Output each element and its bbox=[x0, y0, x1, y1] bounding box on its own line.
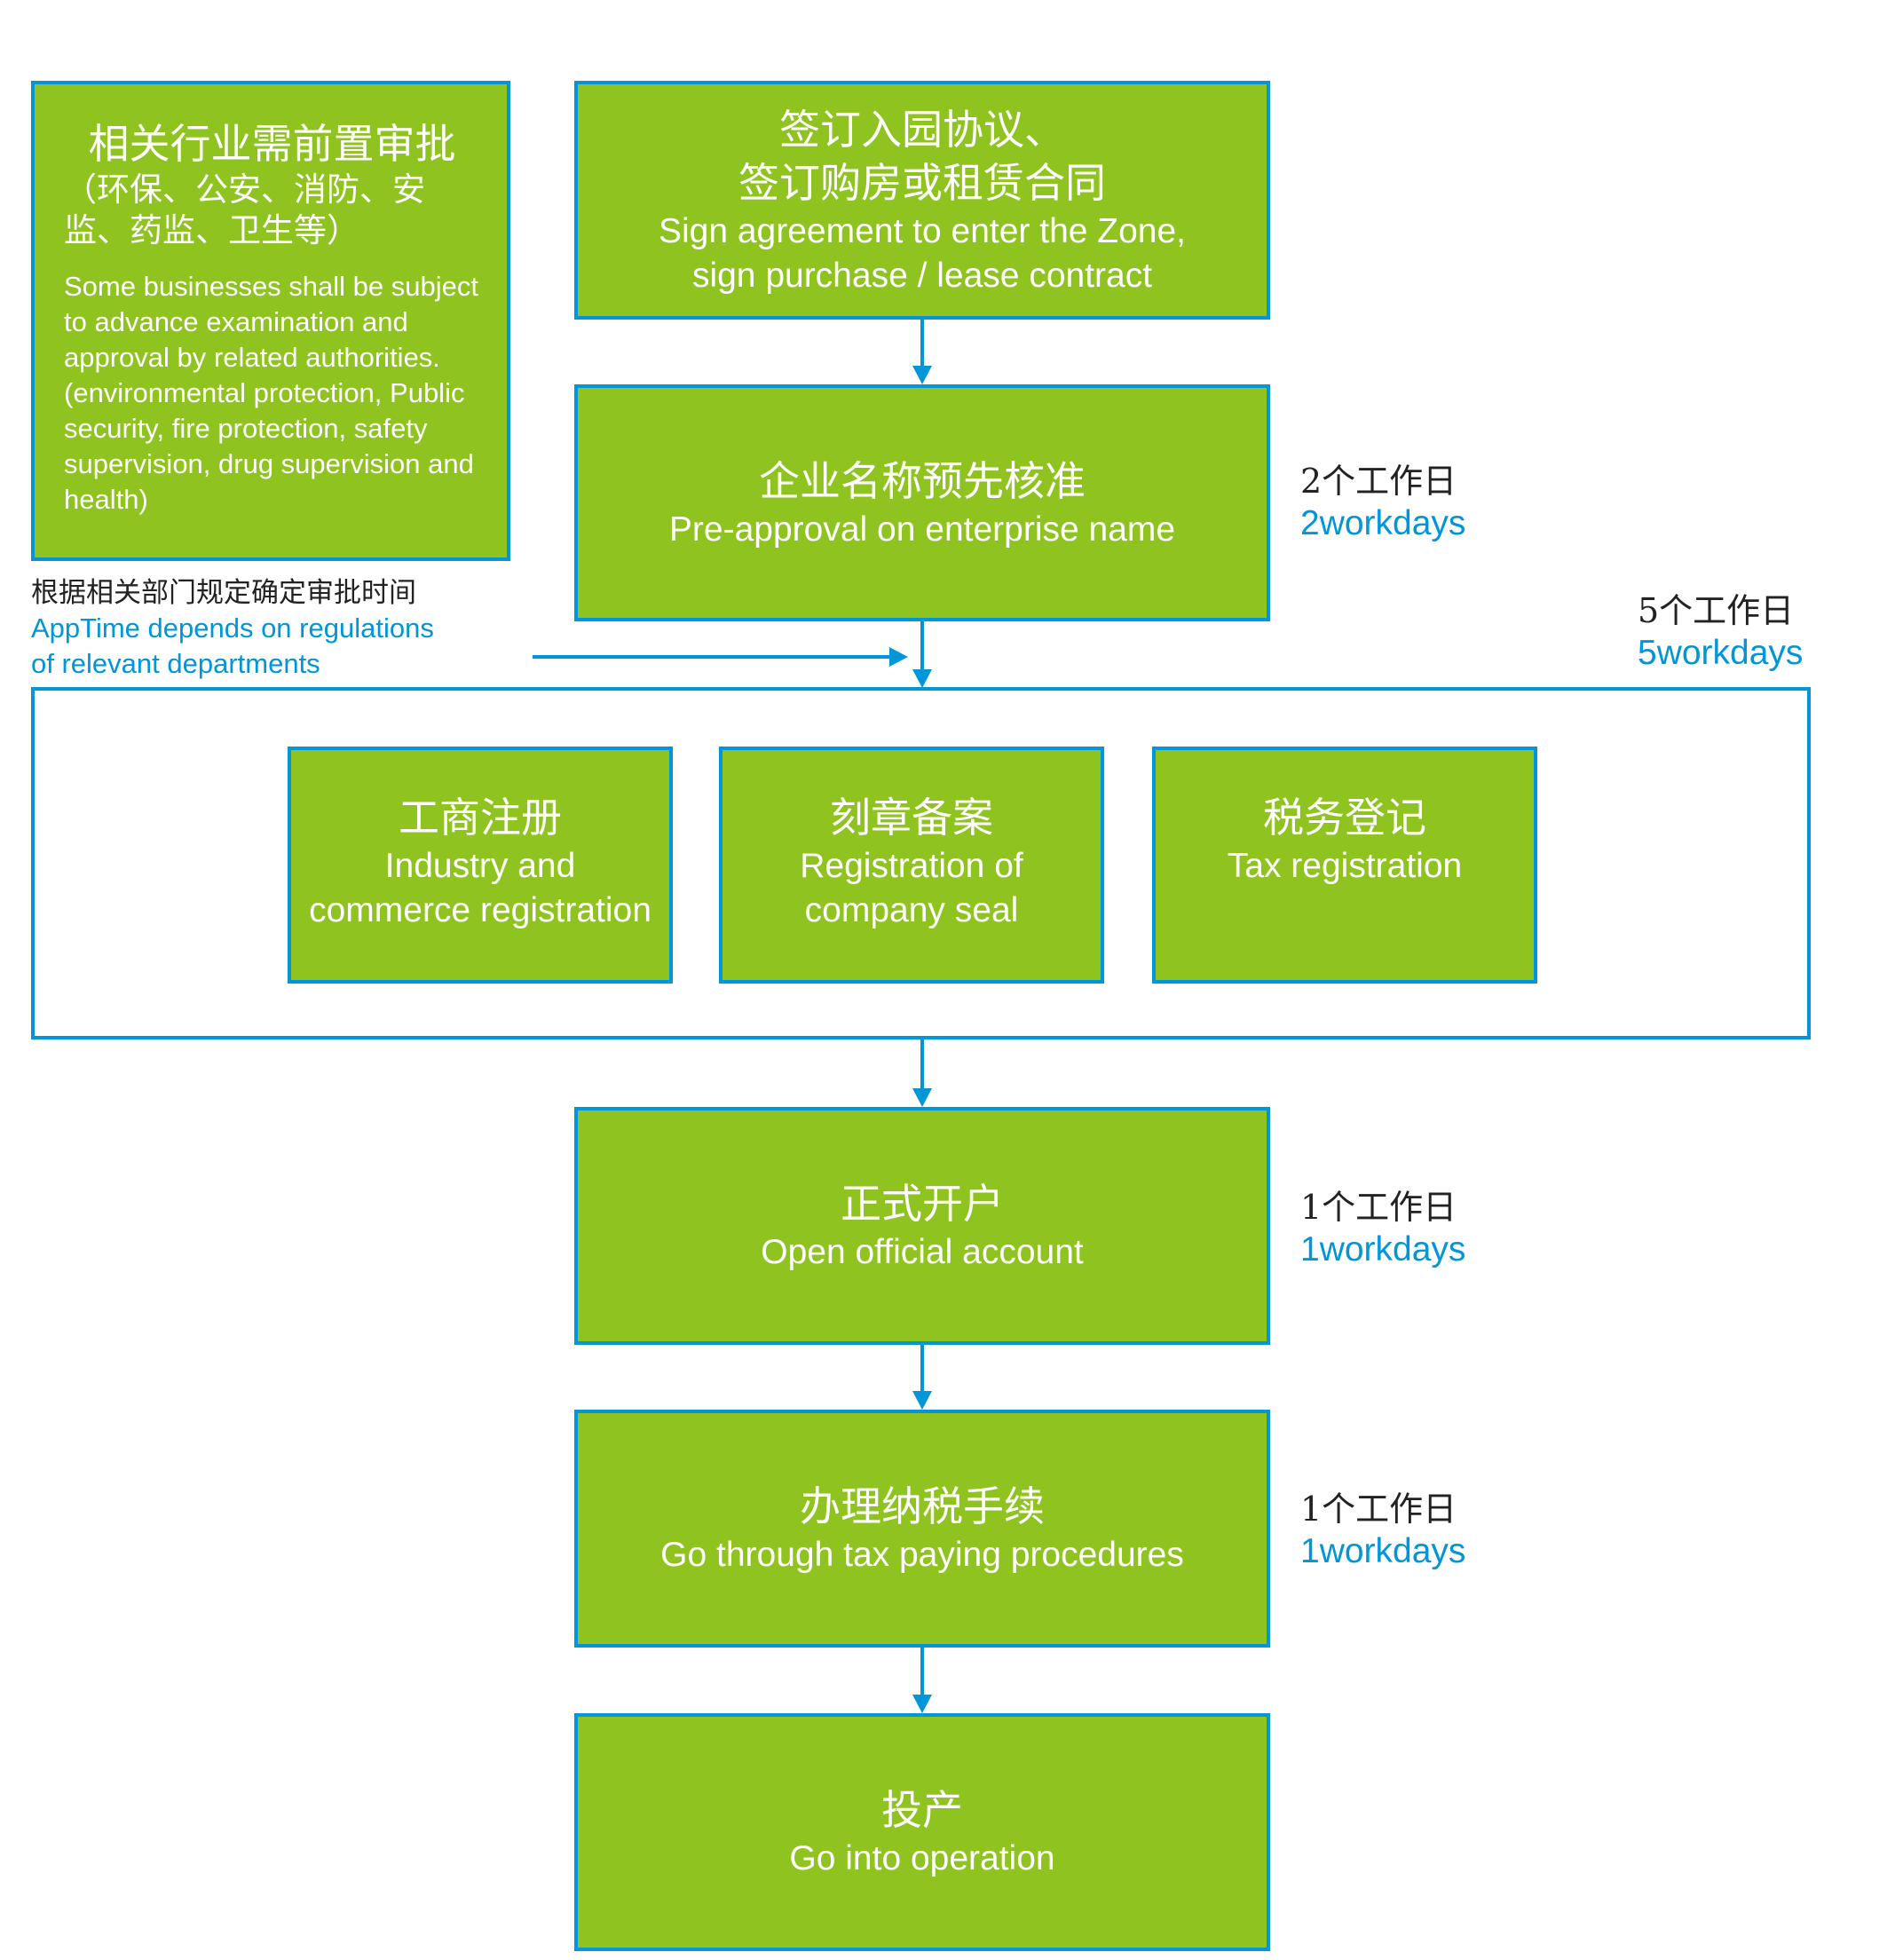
duration-tax-procedures: 1个工作日 1workdays bbox=[1300, 1488, 1465, 1573]
step-tax-procedures-zh: 办理纳税手续 bbox=[800, 1482, 1045, 1530]
step-open-official-account: 正式开户 Open official account bbox=[574, 1107, 1270, 1345]
step-tax-procedures-en: Go through tax paying procedures bbox=[660, 1536, 1184, 1574]
step-sign-agreement-en-line2: sign purchase / lease contract bbox=[691, 256, 1153, 295]
step-go-into-operation: 投产 Go into operation bbox=[574, 1713, 1270, 1951]
step-tax-registration-zh: 税务登记 bbox=[1263, 794, 1426, 842]
prerequisite-description: Some businesses shall be subject to adva… bbox=[64, 271, 478, 515]
duration-open-account-zh: 1个工作日 bbox=[1300, 1188, 1457, 1227]
arrowhead-tax-to-operation bbox=[912, 1695, 932, 1713]
department-note-zh: 根据相关部门规定确定审批时间 bbox=[31, 577, 416, 609]
duration-tax-procedures-en: 1workdays bbox=[1300, 1532, 1466, 1570]
department-note-en-line2: of relevant departments bbox=[31, 648, 320, 679]
arrowhead-dept-note-to-group bbox=[889, 647, 908, 667]
step-tax-registration: 税务登记 Tax registration bbox=[1152, 747, 1537, 984]
arrowhead-group-to-account bbox=[912, 1088, 932, 1107]
arrowhead-account-to-tax bbox=[912, 1391, 932, 1410]
step-open-account-zh: 正式开户 bbox=[841, 1180, 1004, 1228]
step-sign-agreement-en-line1: Sign agreement to enter the Zone, bbox=[658, 211, 1187, 250]
arrowhead-name-to-group bbox=[912, 669, 932, 688]
step-tax-registration-en: Tax registration bbox=[1227, 847, 1463, 885]
step-industry-registration-zh: 工商注册 bbox=[399, 794, 562, 842]
duration-name-approval: 2个工作日 2workdays bbox=[1300, 460, 1465, 545]
step-sign-agreement-zh-line1: 签订入园协议、 bbox=[779, 105, 1065, 154]
department-timing-note: 根据相关部门规定确定审批时间 AppTime depends on regula… bbox=[31, 575, 434, 682]
prerequisite-subtitle-line2: 监、药监、卫生等） bbox=[64, 211, 359, 249]
duration-registration-group-zh: 5个工作日 bbox=[1638, 591, 1795, 630]
duration-name-approval-zh: 2个工作日 bbox=[1300, 462, 1457, 501]
duration-name-approval-en: 2workdays bbox=[1300, 504, 1466, 542]
step-operation-zh: 投产 bbox=[881, 1786, 963, 1834]
prerequisite-title: 相关行业需前置审批 bbox=[88, 120, 456, 168]
step-name-preapproval-en: Pre-approval on enterprise name bbox=[668, 510, 1176, 549]
prerequisite-subtitle-line1: （环保、公安、消防、安 bbox=[64, 170, 425, 209]
department-note-en-line1: AppTime depends on regulations bbox=[31, 612, 434, 644]
step-seal-registration-en-line2: company seal bbox=[804, 891, 1019, 929]
step-tax-paying-procedures: 办理纳税手续 Go through tax paying procedures bbox=[574, 1410, 1270, 1648]
duration-open-account: 1个工作日 1workdays bbox=[1300, 1186, 1465, 1271]
step-operation-en: Go into operation bbox=[789, 1839, 1055, 1877]
step-name-preapproval: 企业名称预先核准 Pre-approval on enterprise name bbox=[574, 384, 1270, 621]
step-seal-registration-en-line1: Registration of bbox=[800, 847, 1023, 885]
duration-registration-group-en: 5workdays bbox=[1638, 634, 1804, 672]
step-sign-agreement: 签订入园协议、 签订购房或租赁合同 Sign agreement to ente… bbox=[574, 81, 1270, 320]
duration-tax-procedures-zh: 1个工作日 bbox=[1300, 1490, 1457, 1529]
prerequisite-approval-box: 相关行业需前置审批 （环保、公安、消防、安 监、药监、卫生等） Some bus… bbox=[31, 81, 510, 561]
step-name-preapproval-zh: 企业名称预先核准 bbox=[759, 456, 1086, 505]
step-industry-commerce-registration: 工商注册 Industry and commerce registration bbox=[288, 747, 673, 984]
step-industry-registration-en-line1: Industry and bbox=[384, 847, 576, 885]
step-industry-registration-en-line2: commerce registration bbox=[309, 891, 651, 929]
step-seal-registration-zh: 刻章备案 bbox=[830, 794, 993, 842]
arrowhead-agreement-to-name bbox=[912, 366, 932, 384]
step-sign-agreement-zh-line2: 签订购房或租赁合同 bbox=[738, 158, 1106, 207]
step-company-seal-registration: 刻章备案 Registration of company seal bbox=[719, 747, 1104, 984]
duration-registration-group: 5个工作日 5workdays bbox=[1638, 589, 1803, 675]
duration-open-account-en: 1workdays bbox=[1300, 1230, 1466, 1268]
step-open-account-en: Open official account bbox=[761, 1233, 1084, 1271]
